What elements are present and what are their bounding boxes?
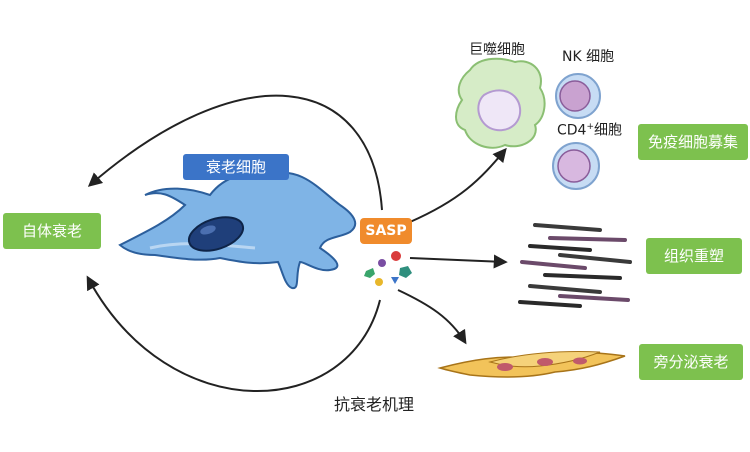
self-senescence-box: 自体衰老 (3, 213, 101, 249)
molecule-blue (391, 277, 399, 284)
senescent-cell-label: 衰老细胞 (183, 154, 289, 180)
nk-cell-label: NK 细胞 (562, 49, 615, 65)
immune-recruitment-box: 免疫细胞募集 (638, 124, 748, 160)
arrow-to-self-senescence-top (87, 94, 383, 211)
sasp-box: SASP (360, 218, 412, 244)
macrophage-label: 巨噬细胞 (469, 42, 525, 58)
arrow-to-paracrine (397, 289, 467, 345)
arrow-to-self-senescence-bottom (86, 275, 381, 392)
senescent-cell-illustration (118, 171, 357, 290)
paracrine-senescence-box: 旁分泌衰老 (639, 344, 743, 380)
nk-cell-illustration (555, 73, 601, 119)
sasp-molecules (364, 251, 412, 286)
molecule-yellow (375, 278, 383, 286)
paracrine-cells-illustration (437, 350, 626, 378)
molecule-teal (399, 266, 412, 278)
cd4-label-suffix: 细胞 (594, 122, 623, 139)
arrow-to-tissue (409, 254, 508, 269)
molecule-green (364, 268, 375, 278)
cd4-label-superscript: + (586, 122, 595, 132)
macrophage-illustration (455, 57, 546, 149)
molecule-purple (378, 259, 386, 267)
anti-aging-mechanism-label: 抗衰老机理 (334, 395, 415, 414)
molecule-red (391, 251, 401, 261)
tissue-fibers-illustration (518, 223, 632, 308)
cd4-cell-illustration (552, 142, 600, 190)
cd4-cell-label: CD4+细胞 (557, 123, 622, 138)
tissue-remodeling-box: 组织重塑 (646, 238, 742, 274)
cd4-label-prefix: CD4 (557, 122, 587, 139)
arrow-to-immune (409, 147, 507, 223)
